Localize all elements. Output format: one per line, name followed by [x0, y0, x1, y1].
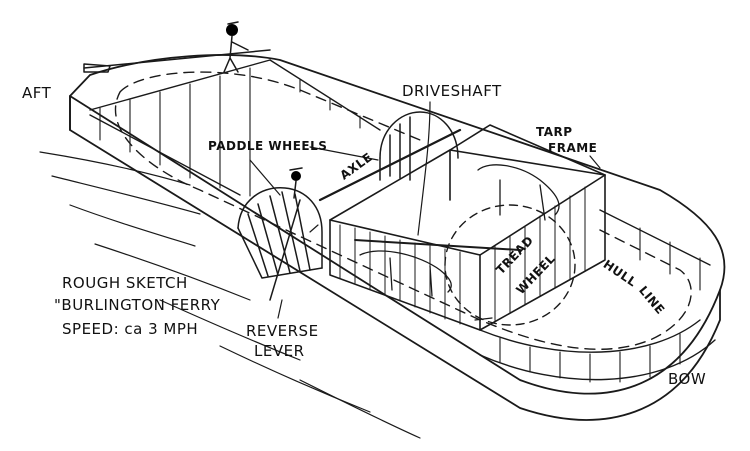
label-bow: BOW — [668, 370, 707, 388]
label-aft: AFT — [22, 84, 52, 102]
horse-fwd — [359, 250, 452, 297]
label-tarp-frame-2: FRAME — [548, 141, 598, 155]
caption-line-2: "BURLINGTON FERRY — [54, 296, 221, 314]
hull-line-dashed — [114, 71, 692, 350]
axle — [318, 128, 462, 202]
tread-wheel — [444, 204, 576, 326]
label-tarp-frame-1: TARP — [536, 125, 573, 139]
caption-line-1: ROUGH SKETCH — [62, 274, 188, 292]
horse-aft — [477, 164, 560, 221]
paddle-wheel-aft — [379, 111, 459, 181]
helmsman — [83, 21, 271, 73]
label-driveshaft: DRIVESHAFT — [402, 82, 502, 100]
reverse-lever — [269, 167, 303, 301]
caption-line-3: SPEED: ca 3 MPH — [62, 320, 199, 338]
label-reverse-lever-2: LEVER — [254, 342, 305, 360]
label-reverse-lever-1: REVERSE — [246, 322, 319, 340]
label-paddle-wheels: PADDLE WHEELS — [208, 139, 328, 153]
railings — [89, 59, 716, 383]
driveshaft — [354, 239, 521, 251]
leader-lines — [249, 101, 601, 321]
water-lines — [39, 151, 421, 439]
